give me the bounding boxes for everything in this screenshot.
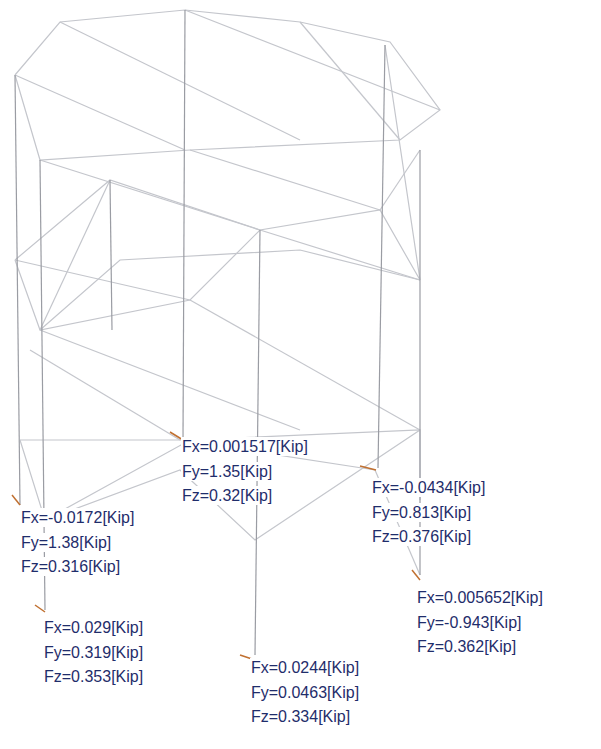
reaction-force-label: Fy=0.813[Kip]	[371, 503, 472, 522]
reaction-force-label: Fx=0.029[Kip]	[43, 618, 144, 637]
reaction-force-label: Fx=0.005652[Kip]	[416, 588, 544, 607]
reaction-force-label: Fz=0.362[Kip]	[416, 637, 517, 656]
reaction-force-label: Fy=-0.943[Kip]	[416, 613, 523, 632]
reaction-force-label: Fy=1.35[Kip]	[181, 462, 273, 481]
reaction-force-label: Fz=0.32[Kip]	[181, 486, 273, 505]
reaction-force-label: Fx=0.001517[Kip]	[181, 437, 309, 456]
reaction-force-label: Fz=0.353[Kip]	[43, 667, 144, 686]
reaction-force-label: Fy=0.319[Kip]	[43, 643, 144, 662]
reaction-force-label: Fx=0.0244[Kip]	[250, 658, 360, 677]
reaction-force-label: Fz=0.376[Kip]	[371, 527, 472, 546]
reaction-force-label: Fy=0.0463[Kip]	[250, 683, 360, 702]
reaction-force-label: Fx=-0.0434[Kip]	[371, 478, 486, 497]
reaction-force-label: Fx=-0.0172[Kip]	[20, 508, 135, 527]
reaction-force-label: Fz=0.334[Kip]	[250, 707, 351, 726]
reaction-force-label: Fz=0.316[Kip]	[20, 557, 121, 576]
reaction-force-label: Fy=1.38[Kip]	[20, 533, 112, 552]
